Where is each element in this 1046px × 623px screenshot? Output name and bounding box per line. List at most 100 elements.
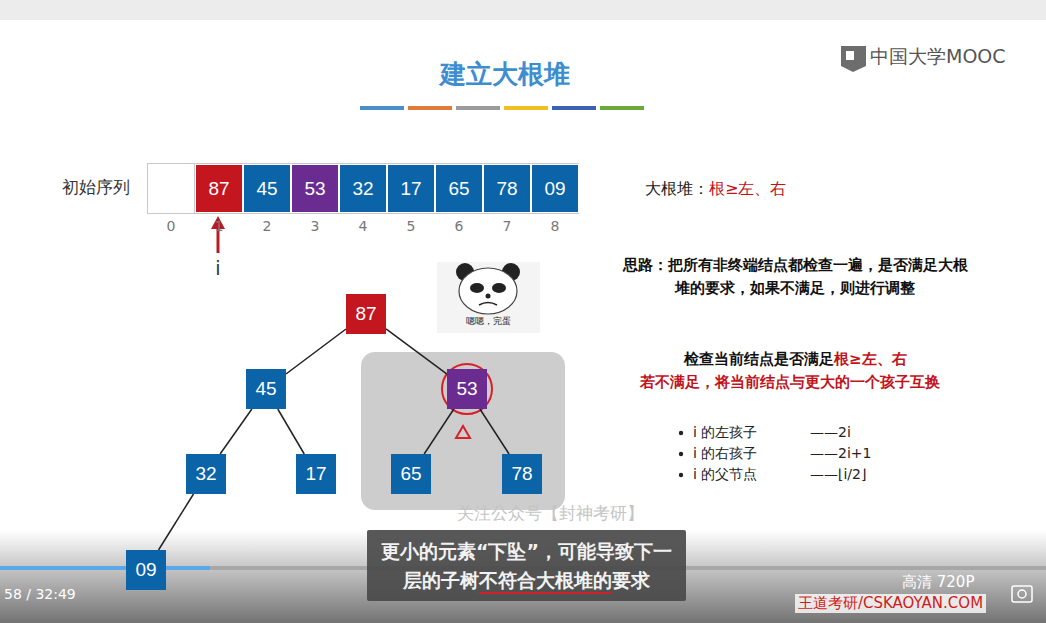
array-cell: 53 — [291, 164, 339, 213]
video-time: 58 / 32:49 — [4, 586, 76, 604]
player-shade — [0, 530, 1046, 623]
caption-text: 要求 — [612, 569, 650, 591]
formula-name: i 的右孩子 — [693, 445, 757, 463]
panda-nose — [486, 294, 491, 299]
tree-edge — [386, 329, 447, 374]
edge-group — [159, 329, 510, 550]
tree-edge — [278, 409, 304, 454]
array-frame — [148, 164, 579, 214]
title-bar — [552, 106, 596, 110]
index-number: 0 — [167, 218, 176, 236]
formula-value: ——⌊i/2⌋ — [810, 466, 866, 484]
quality-label: 高清 720P — [902, 573, 974, 592]
heap-node: 87 — [346, 294, 386, 334]
index-number: 4 — [359, 218, 368, 236]
index-number: 7 — [503, 218, 512, 236]
array-cell: 65 — [435, 164, 483, 213]
formula-name: i 的左孩子 — [693, 424, 757, 442]
index-number: 6 — [455, 218, 464, 236]
site-watermark: 王道考研/CSKAOYAN.COM — [795, 594, 986, 613]
array-cell: 87 — [195, 164, 243, 213]
top-strip — [0, 0, 1046, 20]
tree-edge — [424, 409, 454, 454]
empty-cell — [148, 164, 195, 214]
caption-text: 不符合大根堆的 — [479, 569, 612, 591]
heap-node: 53 — [447, 369, 487, 409]
heap-rule: 大根堆： — [645, 179, 709, 199]
array-cell: 32 — [339, 164, 387, 213]
cell-value: 53 — [304, 178, 325, 200]
index-number: 5 — [407, 218, 416, 236]
panda-head — [459, 268, 517, 314]
tree-edge — [480, 409, 509, 454]
logo-icon — [846, 51, 854, 60]
heap-node: 17 — [296, 454, 336, 494]
index-number: 3 — [311, 218, 320, 236]
cell-value: 87 — [208, 178, 229, 200]
caption-box: 更小的元素“下坠”，可能导致下一层的子树不符合大根堆的要求 — [367, 530, 686, 601]
node-value: 32 — [195, 463, 216, 485]
cell-value: 78 — [496, 178, 517, 200]
title-bar — [456, 106, 500, 110]
focus-mark — [456, 426, 470, 438]
tree-edge — [286, 329, 346, 374]
node-value: 09 — [135, 559, 156, 581]
node-value: 65 — [400, 463, 421, 485]
index-number: 8 — [551, 218, 560, 236]
title-bar — [360, 106, 404, 110]
meme-caption: 嗯嗯，完蛋 — [466, 316, 511, 327]
swap-note: 若不满足，将当前结点与更大的一个孩子互换 — [640, 373, 940, 392]
bullet-dot — [679, 452, 683, 456]
panda-eye — [492, 283, 506, 293]
array-cell: 17 — [387, 164, 435, 213]
formula-value: ——2i+1 — [810, 445, 871, 463]
screenshot-icon — [1018, 590, 1026, 598]
heap-node: 45 — [246, 369, 286, 409]
array-cell: 78 — [483, 164, 531, 213]
cell-value: 17 — [400, 178, 421, 200]
node-value: 78 — [511, 463, 532, 485]
idea-note: 思路：把所有非终端结点都检查一遍，是否满足大根堆的要求，如果不满足，则进行调整 — [620, 254, 970, 301]
cell-value: 45 — [256, 178, 277, 200]
node-value: 45 — [255, 378, 276, 400]
node-value: 53 — [456, 378, 477, 400]
node-value: 17 — [305, 463, 326, 485]
heap-node: 32 — [186, 454, 226, 494]
title-bar — [600, 106, 644, 110]
logo-icon — [841, 46, 866, 72]
pointer-label: i — [215, 257, 220, 281]
tree-edge — [159, 494, 194, 550]
row-label: 初始序列 — [62, 177, 130, 198]
bullet-dot — [679, 473, 683, 477]
heap-node: 65 — [391, 454, 431, 494]
formula-name: i 的父节点 — [693, 466, 757, 484]
cell-value: 65 — [448, 178, 469, 200]
slide-title: 建立大根堆 — [440, 58, 570, 91]
cell-value: 32 — [352, 178, 373, 200]
meme-frame — [437, 262, 540, 333]
formula-value: ——2i — [810, 424, 851, 442]
focus-circle — [442, 364, 492, 414]
panda-eye — [470, 283, 484, 293]
cell-value: 09 — [544, 178, 565, 200]
check-note: 根≥左、右 — [834, 350, 907, 369]
watermark: 关注公众号【封神考研】 — [457, 503, 644, 524]
index-number: 1 — [215, 218, 224, 236]
progress-played — [0, 566, 210, 570]
title-bar — [408, 106, 452, 110]
bullet-dot — [679, 431, 683, 435]
node-value: 87 — [355, 303, 376, 325]
heap-node: 78 — [502, 454, 542, 494]
tree-edge — [220, 409, 252, 454]
check-note: 检查当前结点是否满足 — [684, 350, 834, 369]
title-bar — [504, 106, 548, 110]
array-cell: 45 — [243, 164, 291, 213]
logo-text: 中国大学MOOC — [870, 45, 1006, 69]
heap-rule: 根≥左、右 — [709, 179, 786, 199]
subtree-highlight — [361, 352, 565, 510]
array-cell: 09 — [531, 164, 579, 213]
index-number: 2 — [263, 218, 272, 236]
screenshot-icon — [1012, 586, 1032, 602]
heap-node: 09 — [126, 550, 166, 590]
panda-mouth — [479, 303, 497, 306]
